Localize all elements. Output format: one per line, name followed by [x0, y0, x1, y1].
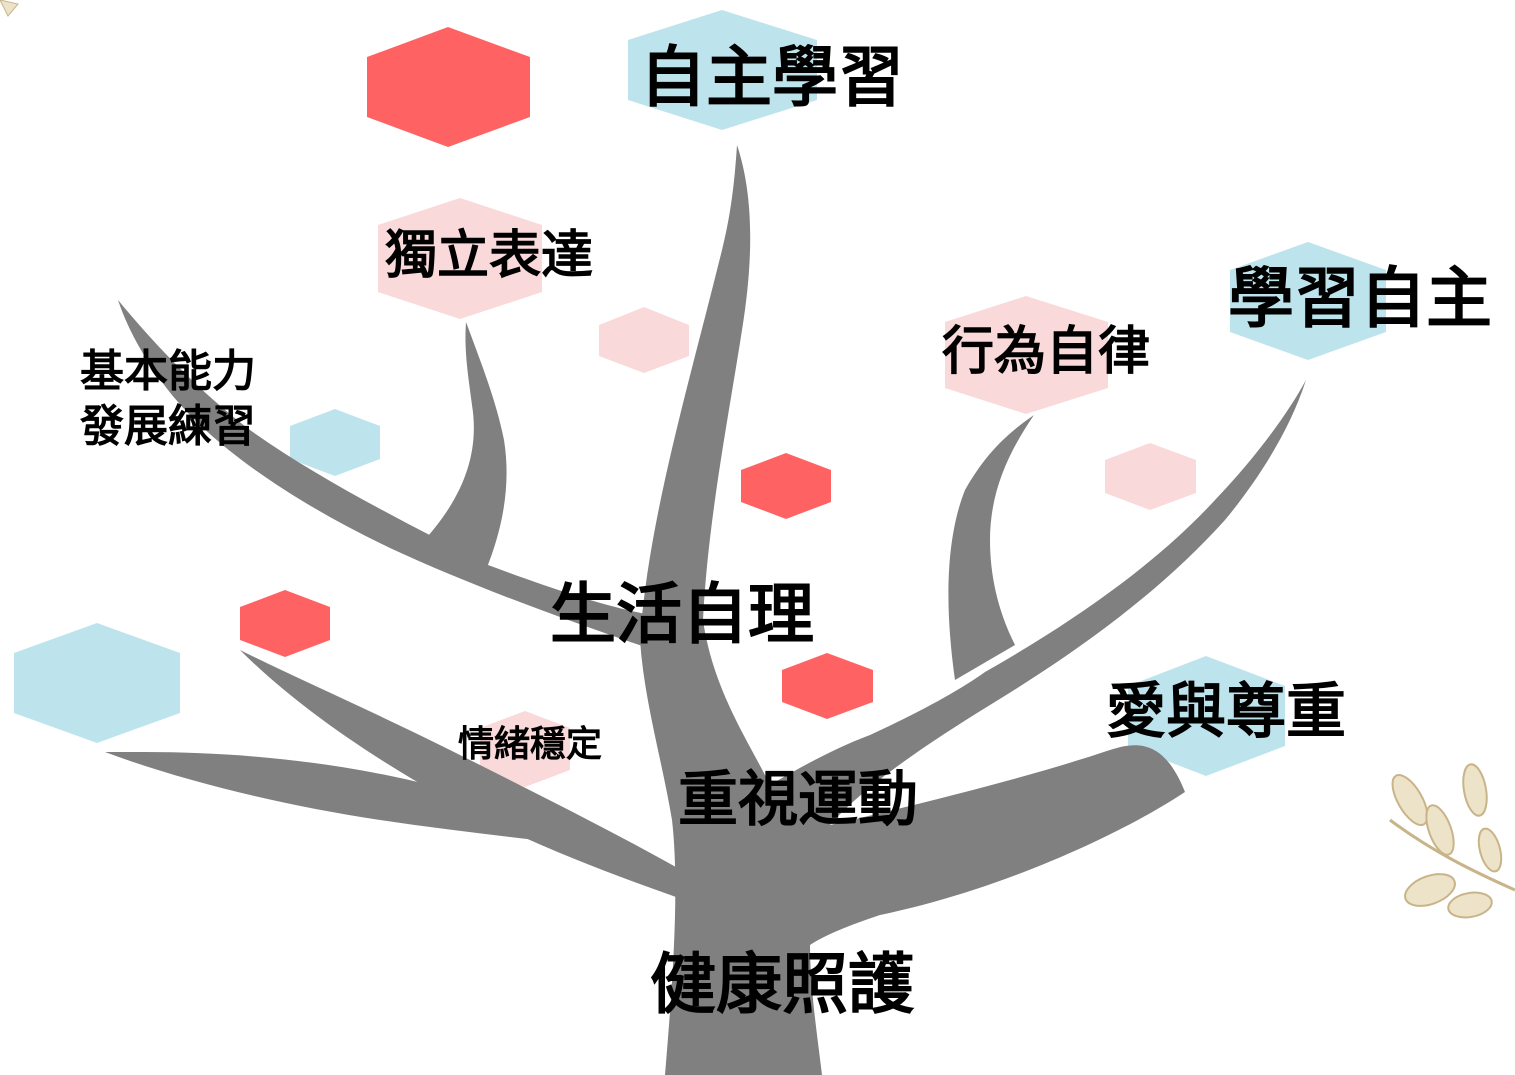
- label-exercise: 重視運動: [678, 765, 918, 835]
- hexagon-red-left: [240, 590, 330, 657]
- branch-basic-ability: [118, 300, 650, 648]
- hexagon-pink-emotion: [480, 711, 570, 787]
- label-emotion-stability: 情緒穩定: [458, 724, 603, 765]
- hexagon-blue-right-top: [1230, 242, 1386, 360]
- hexagon-red-mid: [782, 653, 873, 719]
- hexagon-pink-behavior: [945, 296, 1108, 414]
- hexagon-pink-independent: [378, 198, 542, 319]
- branch-behavior: [948, 415, 1034, 680]
- label-independent-expression: 獨立表達: [385, 226, 594, 286]
- hexagon-pink-right: [1105, 443, 1196, 510]
- tree-trunk: [640, 145, 1306, 1075]
- label-learning-autonomy: 學習自主: [1228, 260, 1492, 337]
- hexagon-red-top-left: [367, 27, 530, 147]
- label-health-care: 健康照護: [650, 946, 914, 1023]
- branch-emotion: [240, 650, 690, 897]
- hexagon-blue-basic: [290, 409, 380, 476]
- label-life-self-care: 生活自理: [550, 576, 814, 653]
- label-behavior-self-discipline: 行為自律: [942, 322, 1151, 382]
- hexagon-red-center: [741, 453, 831, 519]
- hexagon-blue-left-large: [14, 623, 180, 743]
- corner-leaf-decoration: [0, 0, 19, 17]
- label-basic-ability-line2: 發展練習: [80, 401, 256, 452]
- branch-independent-expression: [420, 322, 507, 570]
- label-basic-ability-line1: 基本能力: [80, 346, 256, 397]
- label-basic-ability: 基本能力 發展練習: [80, 344, 256, 454]
- hexagon-blue-top: [628, 10, 817, 130]
- branch-lower-left: [105, 752, 676, 892]
- hexagon-blue-love: [1128, 656, 1285, 776]
- leaf-decoration: [1389, 763, 1515, 919]
- label-self-learning: 自主學習: [640, 39, 904, 116]
- hexagon-pink-small-center: [599, 307, 689, 373]
- label-love-respect: 愛與尊重: [1106, 677, 1346, 747]
